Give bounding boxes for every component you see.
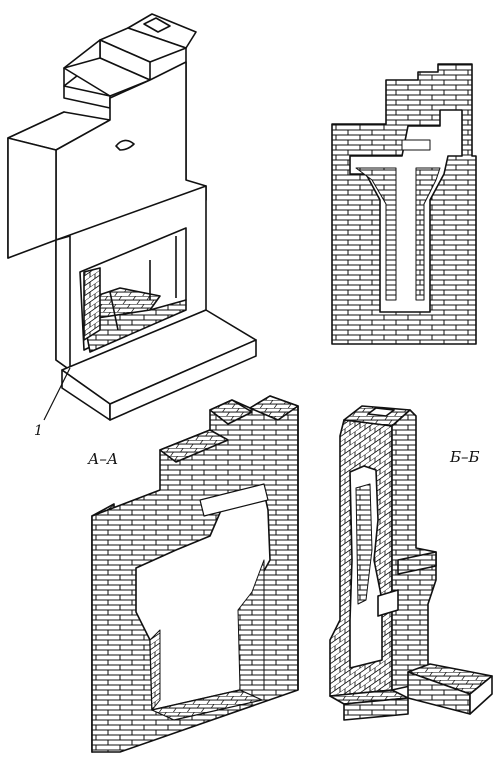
callout-leader <box>43 367 71 421</box>
callout-label-1: 1 <box>34 423 43 439</box>
fireplace-isometric-view <box>7 13 257 421</box>
front-section-view <box>331 63 477 345</box>
section-aa-view <box>91 395 299 753</box>
chimney-opening <box>143 17 171 33</box>
section-aa-label: А–А <box>88 450 119 468</box>
decorative-ornament <box>115 139 135 151</box>
section-bb-flue-top <box>367 407 395 417</box>
section-bb-view <box>329 405 493 721</box>
section-bb-right-face <box>391 409 437 691</box>
section-bb-label: Б–Б <box>450 448 480 466</box>
front-section-channel <box>349 109 463 313</box>
